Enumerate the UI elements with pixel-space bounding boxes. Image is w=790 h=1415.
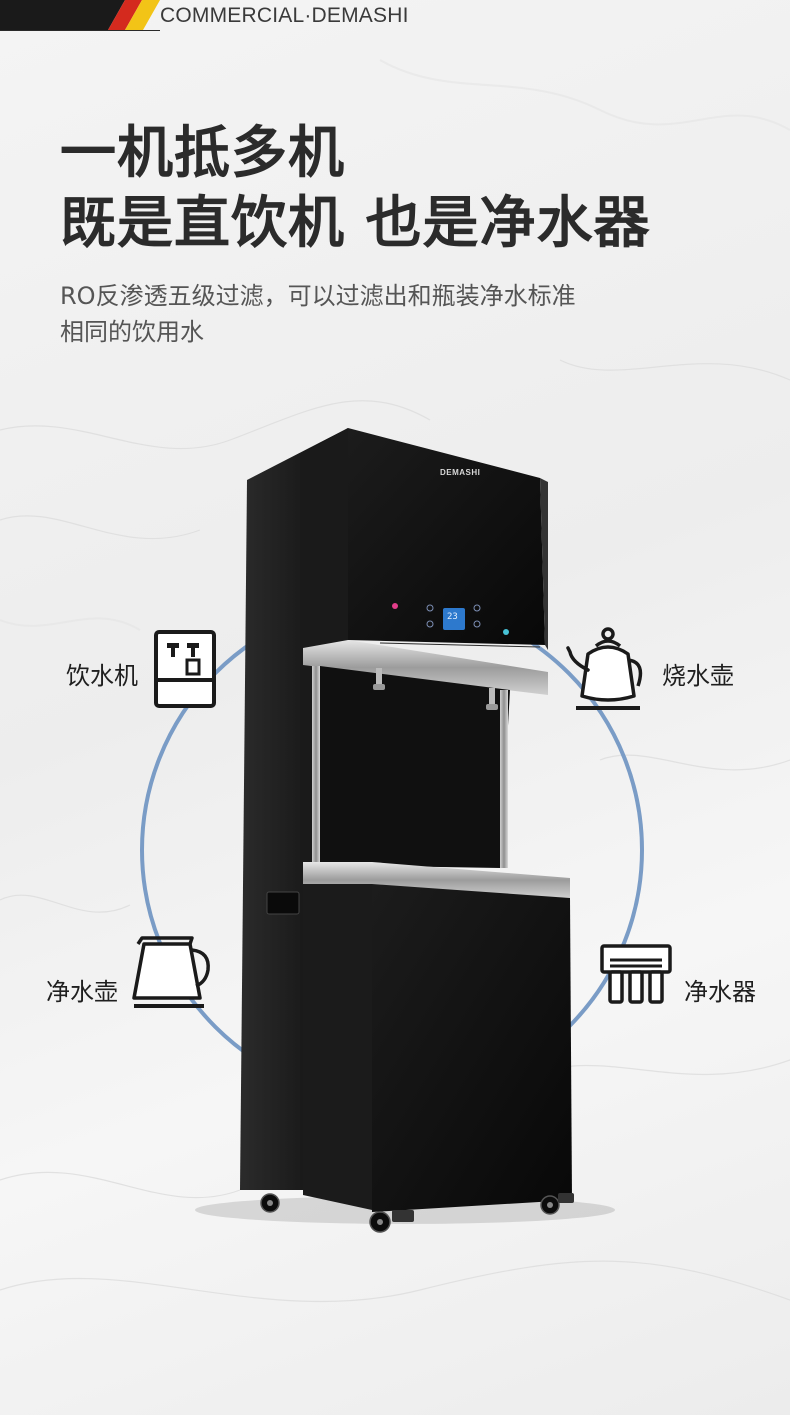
description-line-1: RO反渗透五级过滤，可以过滤出和瓶装净水标准: [60, 282, 576, 310]
electric-kettle-icon: [132, 936, 210, 1008]
product-display-reading: 23: [447, 612, 458, 622]
headline-line-2: 既是直饮机 也是净水器: [60, 191, 651, 256]
feature-label-purifier: 净水器: [684, 978, 756, 1006]
headline-line-1: 一机抵多机: [60, 121, 345, 186]
product-logo: DEMASHI: [440, 468, 481, 477]
description-line-2: 相同的饮用水: [60, 318, 204, 346]
feature-label-dispenser: 饮水机: [66, 662, 138, 690]
brand-tagline: COMMERCIAL·DEMASHI: [160, 4, 409, 27]
feature-label-gooseneck-kettle: 烧水壶: [662, 662, 734, 690]
feature-label-electric-kettle: 净水壶: [46, 978, 118, 1006]
water-purifier-icon: [600, 944, 672, 1004]
water-dispenser-icon: [154, 630, 216, 708]
gooseneck-kettle-icon: [566, 627, 643, 710]
brand-stripes: [0, 0, 160, 31]
